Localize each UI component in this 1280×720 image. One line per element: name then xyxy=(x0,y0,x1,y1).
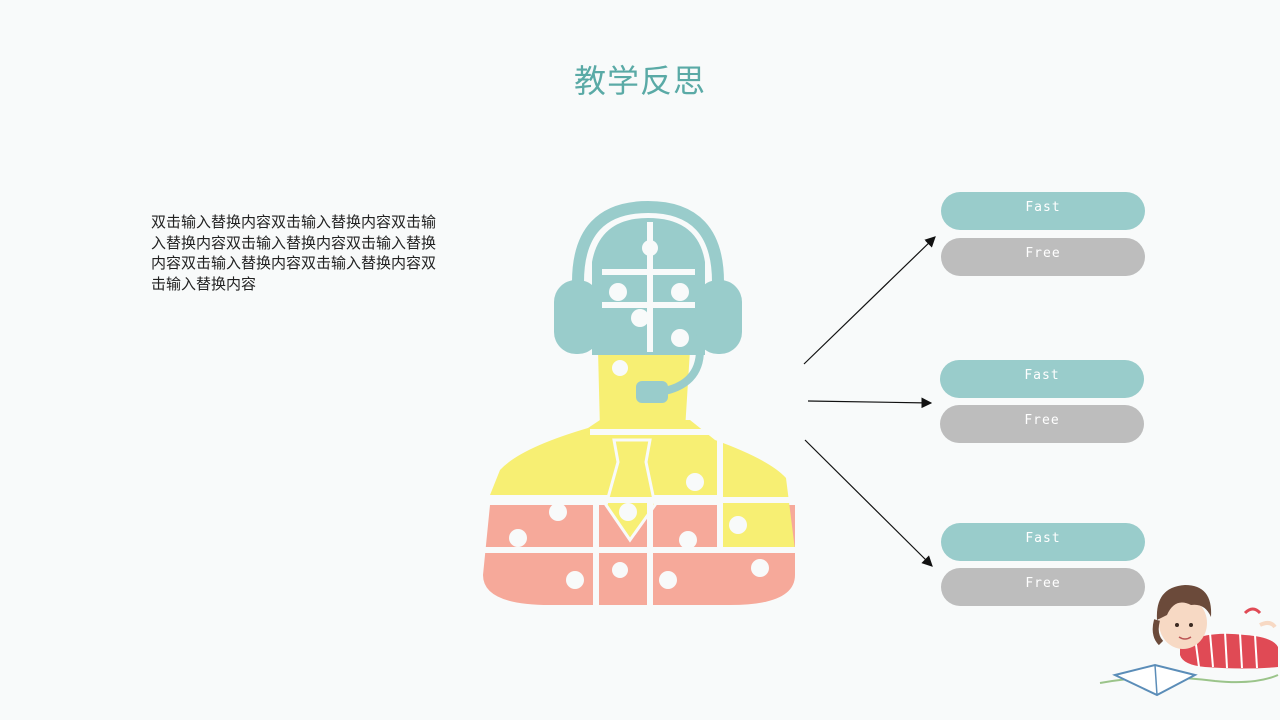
option-2-top-pill: Fast xyxy=(940,360,1144,398)
option-3-top-pill: Fast xyxy=(941,523,1145,561)
left-earcup xyxy=(554,280,600,354)
body-text: 双击输入替换内容双击输入替换内容双击输入替换内容双击输入替换内容双击输入替换内容… xyxy=(151,213,437,293)
arrow-bottom xyxy=(804,439,933,567)
option-3-bottom-pill: Free xyxy=(941,568,1145,606)
slide-title: 教学反思 xyxy=(573,62,706,100)
puzzle-knobs xyxy=(509,240,769,589)
child-reading-book-illustration xyxy=(1099,585,1279,697)
mic-head xyxy=(636,381,668,403)
headband-shape xyxy=(572,200,724,283)
arrow-middle xyxy=(807,397,933,409)
option-1-bottom-pill: Free xyxy=(941,238,1145,276)
arrow-top xyxy=(803,236,936,365)
tie-shape xyxy=(604,438,657,543)
right-earcup xyxy=(696,280,742,354)
option-2-bottom-pill: Free xyxy=(940,405,1144,443)
option-1-top-pill: Fast xyxy=(941,192,1145,230)
